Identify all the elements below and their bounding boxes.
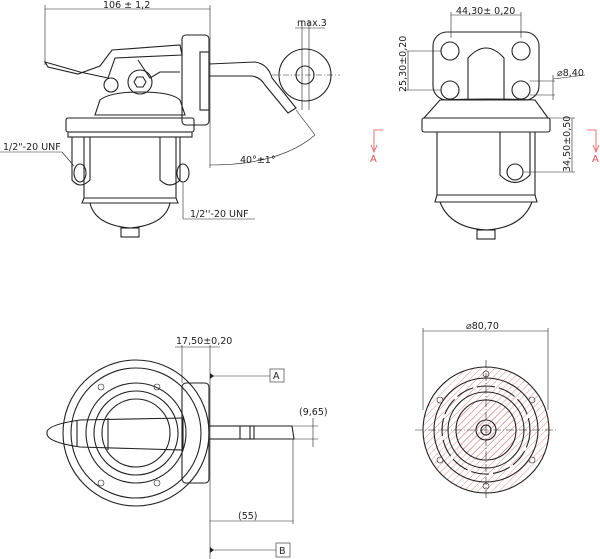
datum-b-label: B [279,546,286,557]
section-marker-right: A [592,154,599,165]
flange-thickness-dim: 17,50±0,20 [176,336,232,347]
front-view: 106 ± 1,2 max.3 40°±1° [0,0,340,238]
outlet-thread-label: 1/2''-20 UNF [190,209,249,220]
lever-length-dim: (55) [238,511,258,522]
hole-spacing-v-dim: 25,30±0,20 [398,36,409,92]
top-view: 17,50±0,20 A B (9,65) (55) [46,336,328,559]
hole-spacing-h-dim: 44,30± 0,20 [456,6,515,17]
side-view: 44,30± 0,20 25,30±0,20 ⌀8,40 34,50±0,50 … [370,6,600,240]
section-diameter-dim: ⌀80,70 [466,321,499,332]
lever-width-dim: (9,65) [299,407,328,418]
overall-length-dim: 106 ± 1,2 [103,0,150,11]
section-marker-left: A [370,154,377,165]
lever-angle-dim: 40°±1° [240,155,276,166]
datum-a-label: A [273,371,280,382]
port-height-dim: 34,50±0,50 [562,116,573,172]
inlet-thread-label: 1/2"-20 UNF [3,142,61,153]
section-view: ⌀80,70 [415,321,558,500]
lever-play-dim: max.3 [297,18,327,29]
hole-diameter-dim: ⌀8,40 [557,68,584,79]
